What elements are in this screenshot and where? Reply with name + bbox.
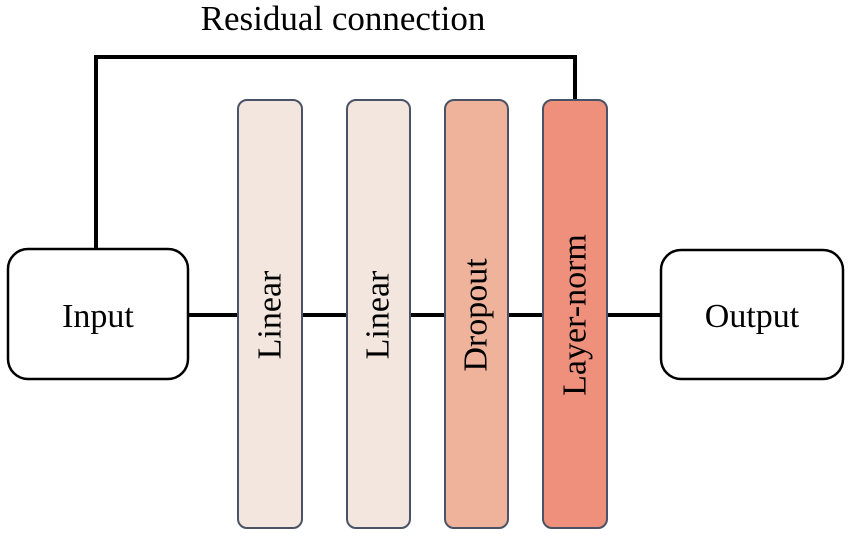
- residual-connection-label: Residual connection: [201, 0, 486, 38]
- linear-layer-2: [346, 99, 411, 529]
- linear-layer-2-label: Linear: [360, 270, 397, 359]
- linear-layer-1: [237, 99, 303, 529]
- input-box: [6, 247, 190, 381]
- dropout-layer-label: Dropout: [458, 258, 495, 372]
- output-label: Output: [705, 298, 800, 335]
- layer-norm-layer: [542, 99, 608, 529]
- linear-layer-1-label: Linear: [252, 270, 289, 359]
- residual-connection-line: [94, 55, 577, 248]
- input-label: Input: [62, 298, 134, 335]
- dropout-layer: [444, 99, 509, 529]
- layer-norm-layer-label: Layer-norm: [557, 234, 594, 396]
- output-box: [659, 248, 845, 381]
